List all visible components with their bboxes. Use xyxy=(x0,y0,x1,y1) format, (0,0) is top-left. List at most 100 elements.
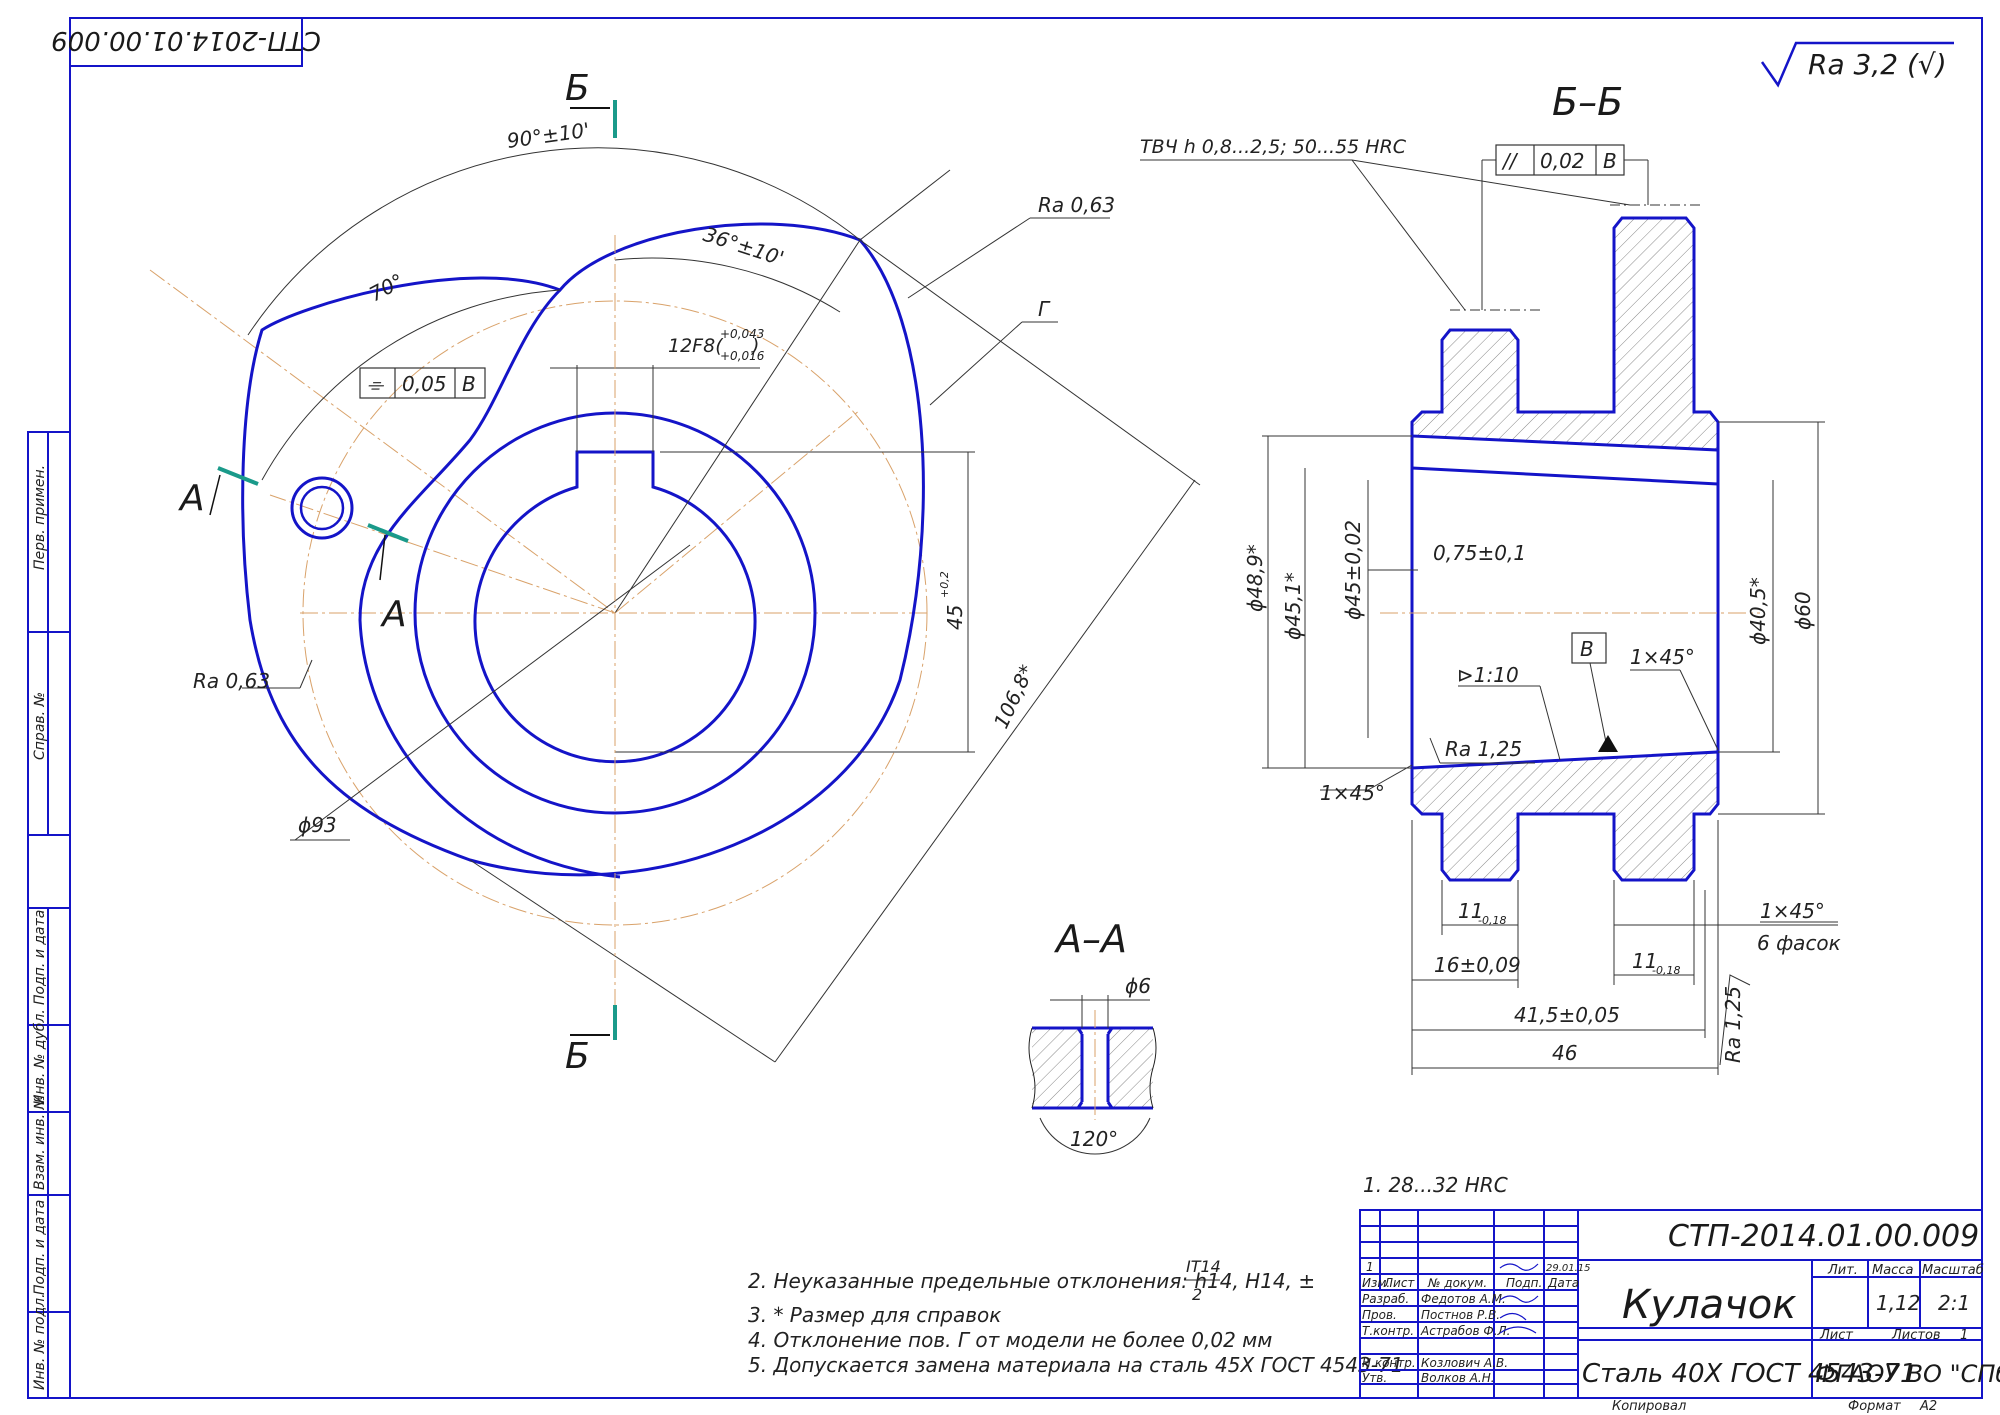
note-2-frac-top: IT14 xyxy=(1186,1257,1221,1276)
dim-11-a: 11 xyxy=(1458,899,1483,923)
change-no: 1 xyxy=(1366,1260,1374,1274)
letter-b-top: Б xyxy=(565,68,590,109)
name-utv: Волков А.Н. xyxy=(1421,1371,1495,1385)
dim-11-a-tol: -0,18 xyxy=(1478,914,1506,927)
mirrored-designation-box xyxy=(69,17,303,67)
dia-40-5: ϕ40,5* xyxy=(1746,577,1770,645)
note-1: 1. 28...32 HRC xyxy=(1363,1173,1508,1197)
section-aa-title: А–А xyxy=(1053,917,1127,961)
dim-45-tol: +0,2 xyxy=(938,571,951,598)
stamp-sprav: Справ. № xyxy=(32,692,48,760)
base-b-label: В xyxy=(1580,637,1594,661)
note-4: 4. Отклонение пов. Г от модели не более … xyxy=(748,1328,1272,1352)
ra-1-25-vertical: Ra 1,25 xyxy=(1721,986,1745,1063)
dim-11-b-tol: -0,18 xyxy=(1652,964,1680,977)
note-2-frac-bottom: 2 xyxy=(1192,1285,1202,1304)
stamp-inv-podl: Инв. № подл. xyxy=(32,1293,48,1390)
chamfer-left: 1×45° xyxy=(1320,781,1385,805)
dia-48-9: ϕ48,9* xyxy=(1243,544,1267,612)
title-designation: СТП-2014.01.00.009 xyxy=(1668,1219,1979,1254)
signature-3 xyxy=(1499,1312,1527,1321)
organization: ФГАОУ ВО "СПбПУ" xyxy=(1815,1360,2000,1388)
keyway-dim: 12F8( xyxy=(668,335,724,357)
roughness-general: Ra 3,2 (√) xyxy=(1808,48,1947,81)
chamfer-bottom: 1×45° xyxy=(1760,899,1825,923)
section-bb-title: Б–Б xyxy=(1552,80,1623,124)
mass-value: 1,12 xyxy=(1876,1291,1921,1315)
title-block xyxy=(1359,1209,1983,1399)
dim-11-b: 11 xyxy=(1632,949,1657,973)
section-aa xyxy=(1028,995,1157,1155)
sheets-label: Листов xyxy=(1891,1328,1941,1343)
cut-mark-a-left xyxy=(217,466,259,486)
ra-1-25: Ra 1,25 xyxy=(1445,737,1522,761)
row-tkontr: Т.контр. xyxy=(1362,1324,1414,1338)
dim-93-label: ϕ93 xyxy=(298,813,337,837)
stamp-podp-data-1: Подп. и дата xyxy=(32,910,48,1005)
hardening-note: ТВЧ h 0,8...2,5; 50...55 HRC xyxy=(1140,136,1407,158)
stamp-podp-data-2: Подп. и дата xyxy=(32,1200,48,1295)
cam-outer-contour xyxy=(241,222,925,877)
signature-1 xyxy=(1499,1263,1539,1271)
name-nkontr: Козлович А.В. xyxy=(1421,1356,1508,1370)
format-value: A2 xyxy=(1919,1399,1937,1414)
dia-6: ϕ6 xyxy=(1125,974,1151,998)
note-2: 2. Неуказанные предельные отклонения: h1… xyxy=(748,1269,1315,1293)
hdr-sign: Подп. xyxy=(1506,1276,1542,1290)
chamfer-count: 6 фасок xyxy=(1757,931,1841,955)
parallel-base: В xyxy=(1603,149,1617,173)
taper-label: ⊳1:10 xyxy=(1457,663,1519,687)
parallel-symbol: // xyxy=(1501,149,1519,173)
sheets-count: 1 xyxy=(1960,1328,1968,1343)
ra-left-label: Ra 0,63 xyxy=(193,669,270,693)
stamp-perv-primen: Перв. примен. xyxy=(32,465,48,570)
cam-groove-contour xyxy=(358,288,621,879)
material: Сталь 40Х ГОСТ 4543-71 xyxy=(1582,1359,1916,1389)
hdr-list: Лист xyxy=(1383,1276,1415,1290)
dim-106-label: 106,8* xyxy=(989,661,1039,732)
hdr-izm: Изм. xyxy=(1362,1276,1390,1290)
change-date: 29.01.15 xyxy=(1546,1263,1591,1274)
name-prov: Постнов Р.В. xyxy=(1421,1308,1500,1322)
row-razrab: Разраб. xyxy=(1362,1292,1409,1306)
section-bb-lower xyxy=(1410,750,1720,882)
angle-90-label: 90°±10' xyxy=(505,118,591,153)
dia-60: ϕ60 xyxy=(1791,591,1815,630)
letter-a-left: А xyxy=(178,478,205,519)
copied-label: Копировал xyxy=(1612,1399,1686,1414)
sheet-label: Лист xyxy=(1819,1328,1853,1343)
symmetry-base: В xyxy=(462,372,476,396)
letter-a-right: А xyxy=(380,594,407,635)
signature-2 xyxy=(1499,1295,1539,1303)
cut-mark-a-right xyxy=(367,523,409,543)
name-tkontr: Астрабов Ф.Л. xyxy=(1420,1324,1510,1338)
dim-41-5: 41,5±0,05 xyxy=(1514,1003,1620,1027)
offset-dim: 0,75±0,1 xyxy=(1433,541,1526,565)
stamp-inv-dubl: Инв. № дубл. xyxy=(32,1009,48,1105)
roughness-symbol xyxy=(1760,41,1954,88)
note-5: 5. Допускается замена материала на сталь… xyxy=(748,1353,1404,1377)
angle-120: 120° xyxy=(1070,1127,1118,1151)
col-lit: Лит. xyxy=(1827,1263,1858,1278)
row-nkontr: Н.контр. xyxy=(1362,1356,1416,1370)
front-view xyxy=(149,100,1201,1063)
row-prov: Пров. xyxy=(1362,1308,1397,1322)
angle-70-label: 70° xyxy=(365,269,408,307)
symmetry-tolerance-frame xyxy=(359,367,486,399)
dia-45-1: ϕ45,1* xyxy=(1281,572,1305,640)
mirrored-designation: СТП-2014.01.00.009 xyxy=(51,25,321,55)
parallel-value: 0,02 xyxy=(1540,149,1585,173)
col-scale: Масштаб xyxy=(1922,1263,1984,1278)
dim-45-label: 45 xyxy=(943,605,967,630)
col-mass: Масса xyxy=(1872,1263,1913,1278)
pin-hole-outer xyxy=(290,476,354,540)
hdr-doc: № докум. xyxy=(1427,1276,1487,1290)
part-name: Кулачок xyxy=(1622,1282,1796,1328)
dim-arc-36 xyxy=(614,257,841,313)
scale-value: 2:1 xyxy=(1938,1291,1970,1315)
sheet-frame xyxy=(69,17,1983,1399)
row-utv: Утв. xyxy=(1362,1371,1387,1385)
bore-with-keyway xyxy=(473,450,757,764)
ra-top-label: Ra 0,63 xyxy=(1038,193,1115,217)
